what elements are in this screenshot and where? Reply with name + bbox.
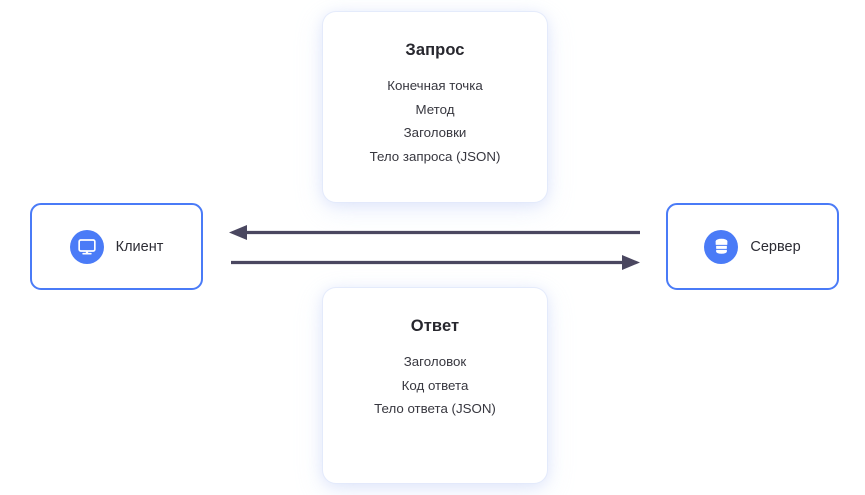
- request-card-lines: Конечная точка Метод Заголовки Тело запр…: [323, 74, 547, 168]
- database-icon: [704, 229, 739, 264]
- request-line-method: Метод: [415, 101, 455, 117]
- response-arrow: [229, 225, 640, 240]
- request-line-body: Тело запроса (JSON): [369, 148, 501, 164]
- client-node-content: Клиент: [69, 229, 164, 264]
- response-line-header: Заголовок: [403, 354, 467, 369]
- server-node-label: Сервер: [750, 238, 801, 255]
- server-node: Сервер: [666, 203, 839, 290]
- request-line-endpoint: Конечная точка: [387, 78, 483, 93]
- client-node: Клиент: [30, 203, 203, 290]
- request-card: Запрос Конечная точка Метод Заголовки Те…: [323, 12, 547, 202]
- server-node-content: Сервер: [704, 229, 801, 264]
- client-node-label: Клиент: [115, 238, 164, 255]
- response-card-title: Ответ: [410, 317, 460, 335]
- request-card-title: Запрос: [405, 41, 465, 59]
- response-line-status-code: Код ответа: [401, 377, 469, 393]
- request-arrow: [231, 255, 640, 270]
- response-card: Ответ Заголовок Код ответа Тело ответа (…: [323, 288, 547, 483]
- monitor-icon: [69, 229, 104, 264]
- response-line-body: Тело ответа (JSON): [374, 401, 496, 416]
- request-line-headers: Заголовки: [403, 125, 467, 140]
- response-card-lines: Заголовок Код ответа Тело ответа (JSON): [323, 350, 547, 421]
